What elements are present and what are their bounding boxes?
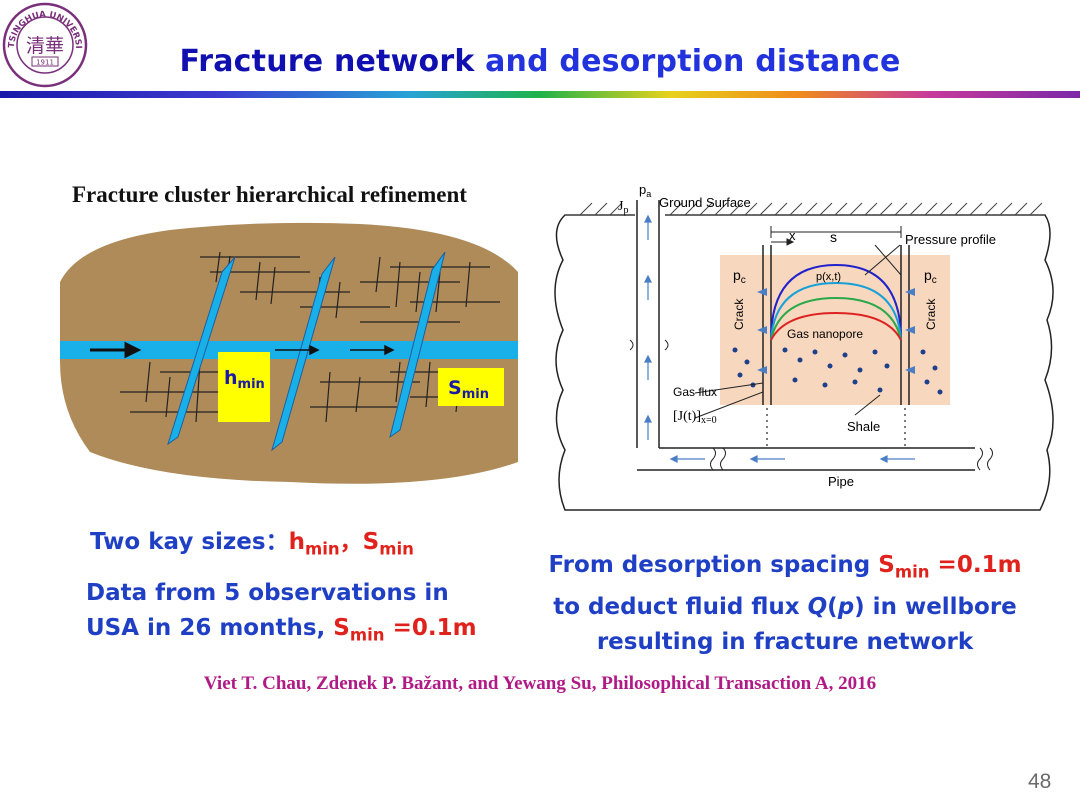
observations-text: Data from 5 observations in USA in 26 mon… (86, 576, 477, 653)
tsinghua-logo: TSINGHUA UNIVERSITY 清華 1911 (2, 2, 88, 88)
crack-right-label: Crack (924, 298, 938, 330)
page-number: 48 (1028, 770, 1052, 793)
observations-line-1: Data from 5 observations in (86, 580, 449, 606)
desorption-schematic: Jp pa Ground Surface x s Pressure profil… (554, 182, 1054, 511)
j-expr-label: [J(t)]x=0 (673, 409, 717, 426)
key-sizes-line: Two kay sizes：hmin，Smin (90, 522, 414, 559)
title-rainbow-rule (0, 91, 1080, 98)
label-s-min: Smin (448, 377, 489, 402)
pipe-label: Pipe (828, 474, 854, 489)
jp-label: Jp (618, 199, 628, 216)
pc-right-label: pc (924, 267, 937, 286)
label-h-min: hmin (224, 367, 265, 392)
observations-line-2: USA in 26 months, Smin =0.1m (86, 615, 477, 645)
pa-label: pa (639, 182, 651, 199)
title-strong: Fracture network (179, 44, 475, 79)
key-s-min: Smin (362, 529, 414, 559)
desorption-spacing-text: From desorption spacing Smin =0.1m to de… (530, 548, 1040, 660)
left-figure-caption: Fracture cluster hierarchical refinement (72, 182, 467, 207)
gas-flux-label: Gas flux (673, 385, 717, 399)
pc-left-label: pc (733, 267, 746, 286)
shale-label: Shale (847, 419, 880, 434)
key-sizes-prefix: Two kay sizes： (90, 529, 289, 555)
logo-glyphs: 清華 (26, 35, 64, 57)
spacing-line-3: resulting in fracture network (596, 628, 974, 655)
ground-surface-label: Ground Surface (659, 195, 751, 210)
pxt-label: p(x,t) (816, 271, 841, 283)
x-label: x (789, 228, 796, 243)
spacing-line-1: From desorption spacing Smin =0.1m (548, 552, 1022, 582)
pressure-profile-label: Pressure profile (905, 232, 996, 247)
key-comma: ， (339, 529, 363, 555)
crack-left-label: Crack (732, 298, 746, 330)
citation: Viet T. Chau, Zdenek P. Bažant, and Yewa… (203, 673, 877, 694)
logo-year: 1911 (36, 59, 54, 67)
gas-nanopore-label: Gas nanopore (787, 327, 863, 341)
slide-title: Fracture network and desorption distance (0, 44, 1080, 79)
key-h-min: hmin (288, 529, 340, 559)
title-rest: and desorption distance (474, 44, 901, 79)
s-label: s (830, 229, 837, 245)
fracture-cluster-figure: hmin Smin (60, 222, 518, 484)
spacing-line-2: to deduct fluid flux Q(p) in wellbore (553, 593, 1017, 620)
